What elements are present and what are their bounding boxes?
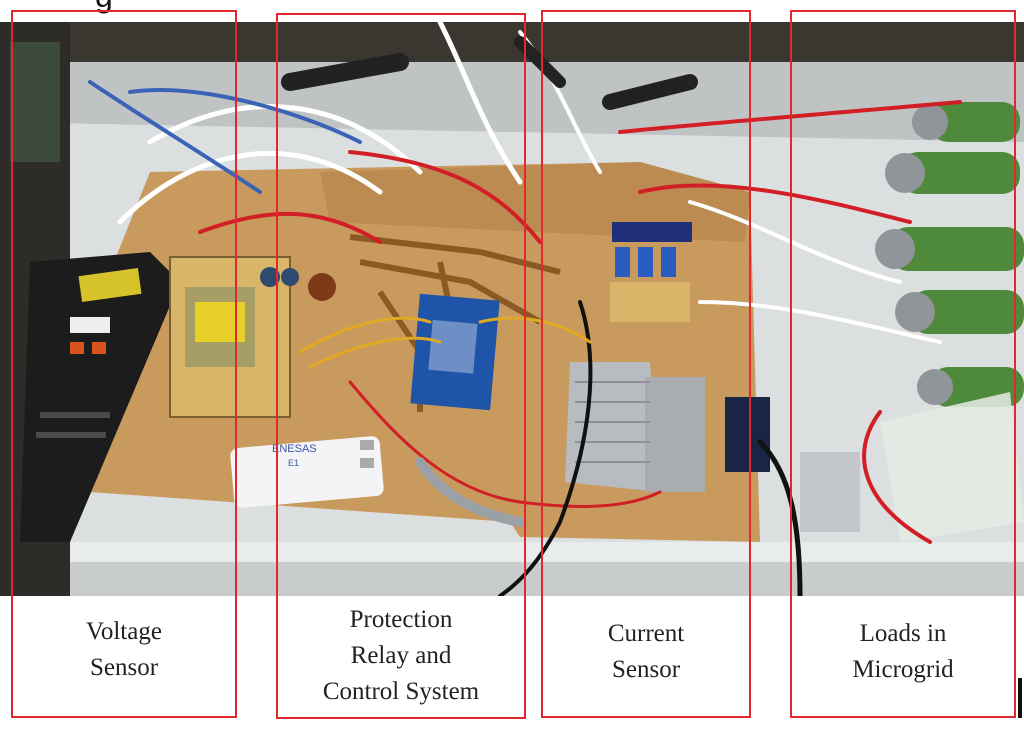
- frame-protection-relay: [276, 13, 526, 719]
- frame-loads: [790, 10, 1016, 718]
- caption-current-sensor: Current Sensor: [607, 620, 685, 683]
- edge-mark: [1018, 678, 1022, 718]
- renesas-e1-programmer: ENESAS E1: [230, 436, 384, 508]
- caption-loads: Loads in Microgrid: [852, 620, 954, 683]
- svg-text:E1: E1: [288, 458, 299, 468]
- multimeter: [20, 252, 180, 542]
- frame-current-sensor: [541, 10, 751, 718]
- svg-text:ENESAS: ENESAS: [272, 443, 317, 455]
- frame-voltage-sensor: [11, 10, 237, 718]
- caption-voltage-sensor: Voltage Sensor: [86, 618, 162, 681]
- hardware-photo: ENESAS E1: [0, 22, 1024, 596]
- caption-protection-relay: Protection Relay and Control System: [322, 606, 480, 705]
- resistor-loads: [800, 102, 1024, 542]
- relay-module: [610, 222, 692, 322]
